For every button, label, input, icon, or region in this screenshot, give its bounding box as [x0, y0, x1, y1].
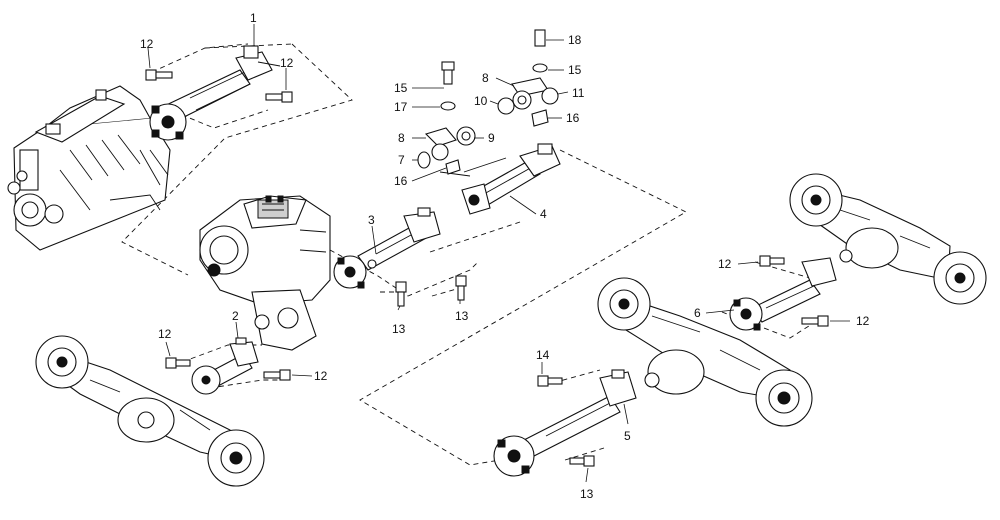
rear-axle-upper: [789, 173, 987, 305]
engine-block: [7, 85, 171, 251]
callout-13-bottom: 13: [580, 487, 594, 501]
bolt-13-center-left: [395, 281, 407, 307]
bolt-13-bottom: [569, 455, 595, 467]
drive-shaft-4: [439, 143, 561, 215]
callout-12-lower-left: 12: [314, 369, 328, 383]
callout-5: 5: [624, 429, 631, 443]
bolts: [145, 69, 829, 467]
callout-12-top-left: 12: [140, 37, 154, 51]
callout-18: 18: [568, 33, 582, 47]
callout-2: 2: [232, 309, 239, 323]
bolt-12-right-upper: [759, 255, 785, 267]
callout-8-left: 8: [398, 131, 405, 145]
callout-12-left: 12: [158, 327, 172, 341]
callout-11: 11: [572, 86, 585, 100]
drive-shaft-6: [729, 257, 837, 331]
callout-6: 6: [694, 306, 701, 320]
bolt-12-top: [265, 91, 293, 103]
bolt-12-left: [165, 357, 191, 369]
callout-17: 17: [394, 100, 408, 114]
callout-4: 4: [540, 207, 547, 221]
drive-shaft-3: [333, 207, 441, 289]
callout-16-right: 16: [566, 111, 580, 125]
bolt-12-top-left: [145, 69, 173, 81]
bolt-12-lower-left: [263, 369, 291, 381]
callout-7: 7: [398, 153, 405, 167]
rear-axle-lower: [597, 277, 813, 427]
callout-13-center-right: 13: [455, 309, 469, 323]
bolt-13-center-right: [455, 275, 467, 301]
drive-shaft-2: [191, 337, 259, 395]
center-bearing-parts: [417, 29, 559, 175]
callout-10: 10: [474, 94, 488, 108]
callout-3: 3: [368, 213, 375, 227]
callout-13-center-left: 13: [392, 322, 406, 336]
callouts: 1 12 12 15 17 8 9 7 16 18 8 15 10 11 16 …: [140, 11, 870, 501]
callout-9: 9: [488, 131, 495, 145]
drive-shaft-1: [149, 45, 281, 141]
callout-8-right: 8: [482, 71, 489, 85]
callout-15-right: 15: [568, 63, 582, 77]
bolt-14: [537, 375, 563, 387]
leader-lines: [147, 24, 850, 483]
bolt-12-right-lower: [801, 315, 829, 327]
callout-12-top: 12: [280, 56, 294, 70]
front-axle: [35, 335, 265, 487]
callout-15-left: 15: [394, 81, 408, 95]
callout-14: 14: [536, 348, 550, 362]
callout-12-right-lower: 12: [856, 314, 870, 328]
callout-1: 1: [250, 11, 257, 25]
callout-12-right-upper: 12: [718, 257, 732, 271]
drive-shaft-5: [493, 369, 637, 477]
callout-16-left: 16: [394, 174, 408, 188]
transmission: [199, 195, 331, 351]
